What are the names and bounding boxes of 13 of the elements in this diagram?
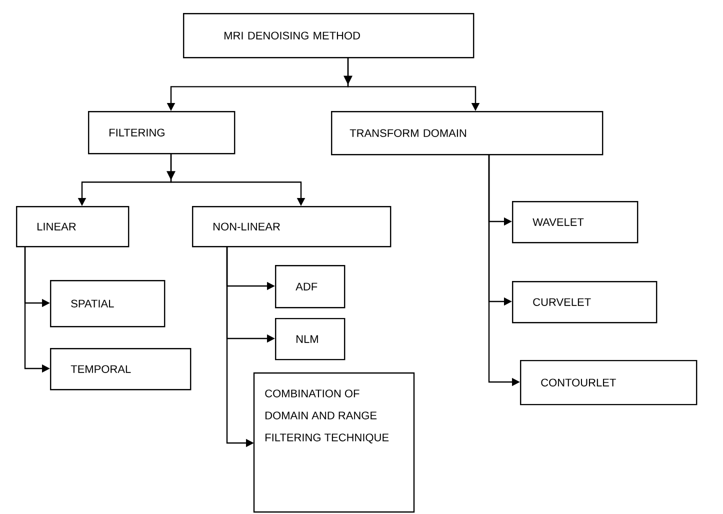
process-box: NLM: [275, 318, 346, 360]
process-box: TEMPORAL: [50, 348, 192, 390]
process-box: MRI DENOISING METHOD: [183, 13, 474, 58]
process-box: WAVELET: [512, 201, 638, 244]
process-box: TRANSFORM DOMAIN: [331, 111, 604, 156]
process-box: NON-LINEAR: [192, 206, 392, 248]
process-box: ADF: [275, 264, 346, 308]
process-box: LINEAR: [16, 206, 130, 248]
process-box: CONTOURLET: [520, 360, 698, 406]
process-box: FILTERING: [88, 111, 236, 154]
technique-box: COMBINATION OF DOMAIN AND RANGE FILTERING TECHNIQUE: [253, 372, 415, 513]
process-box: SPATIAL: [50, 280, 166, 328]
process-box: CURVELET: [512, 280, 658, 324]
